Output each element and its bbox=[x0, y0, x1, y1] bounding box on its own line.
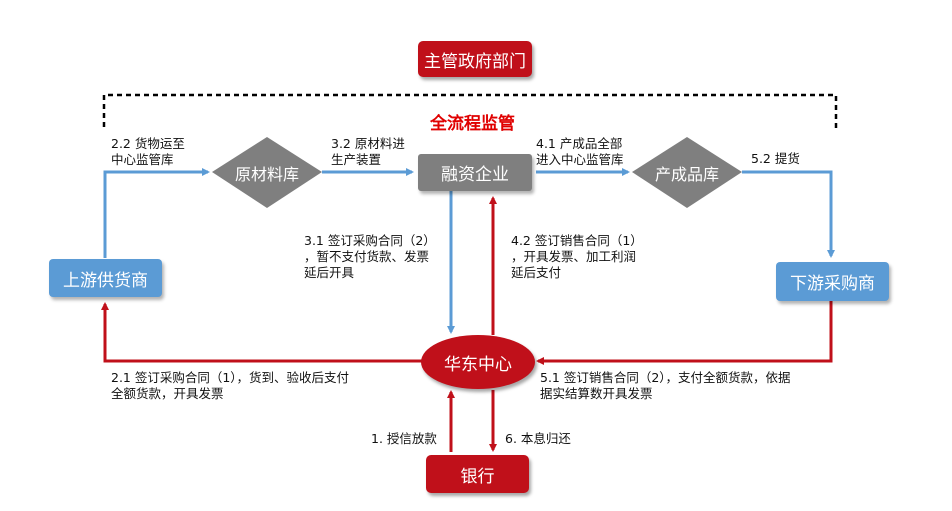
product-warehouse-diamond bbox=[632, 137, 742, 208]
edge-label-1: 1. 授信放款 bbox=[371, 431, 437, 447]
edge-label-5-2: 5.2 提货 bbox=[751, 151, 800, 167]
downstream-buyer-label: 下游采购商 bbox=[790, 274, 875, 294]
arrow-buyer-to-center bbox=[536, 300, 833, 365]
financing-company-label: 融资企业 bbox=[441, 165, 509, 185]
edge-label-line: 进入中心监管库 bbox=[536, 152, 624, 167]
bank-label: 银行 bbox=[460, 466, 495, 487]
edge-label-2-1: 2.1 签订采购合同（1），货到、验收后支付 全额货款，开具发票 bbox=[111, 370, 349, 402]
edge-label-3-2: 3.2 原材料进 生产装置 bbox=[331, 136, 405, 168]
edge-label-line: 2.1 签订采购合同（1），货到、验收后支付 bbox=[111, 370, 350, 385]
arrow-center-to-supplier bbox=[101, 302, 430, 363]
edge-label-line: 据实结算数开具发票 bbox=[540, 386, 653, 401]
product-warehouse-label: 产成品库 bbox=[654, 165, 719, 184]
edge-label-line: 6. 本息归还 bbox=[505, 431, 571, 446]
financing-company-node: 融资企业 bbox=[418, 154, 532, 191]
edge-label-line: 中心监管库 bbox=[111, 152, 174, 167]
supervision-label: 全流程监管 bbox=[430, 114, 515, 134]
edge-label-line: 生产装置 bbox=[331, 152, 382, 167]
edge-label-line: ，开具发票、加工利润 bbox=[511, 249, 637, 264]
bank-node: 银行 bbox=[426, 455, 529, 493]
edge-label-line: 2.2 货物运至 bbox=[111, 136, 185, 151]
edge-label-3-1: 3.1 签订采购合同（2） ，暂不支付货款、发票 延后开具 bbox=[304, 233, 436, 281]
upstream-supplier-label: 上游供货商 bbox=[63, 270, 148, 291]
raw-material-warehouse-diamond bbox=[212, 137, 322, 208]
edge-label-line: 3.1 签订采购合同（2） bbox=[304, 233, 436, 248]
edge-label-line: 全额货款，开具发票 bbox=[111, 386, 224, 401]
edge-label-line: 3.2 原材料进 bbox=[331, 136, 405, 151]
edge-label-line: 5.2 提货 bbox=[751, 151, 800, 166]
east-china-center-label: 华东中心 bbox=[444, 354, 512, 375]
edge-label-4-2: 4.2 签订销售合同（1） ，开具发票、加工利润 延后支付 bbox=[511, 233, 643, 281]
raw-material-warehouse-label: 原材料库 bbox=[234, 165, 299, 184]
supervision-bracket bbox=[102, 93, 838, 131]
arrow-supplier-to-raw-warehouse bbox=[103, 168, 210, 258]
edge-label-line: 1. 授信放款 bbox=[371, 431, 437, 446]
edge-label-line: 延后支付 bbox=[511, 265, 562, 280]
edge-label-6: 6. 本息归还 bbox=[505, 431, 571, 447]
edge-label-5-1: 5.1 签订销售合同（2），支付全额货款，依据 据实结算数开具发票 bbox=[540, 370, 791, 402]
downstream-buyer-node: 下游采购商 bbox=[776, 262, 889, 301]
regulator-label: 主管政府部门 bbox=[424, 51, 526, 72]
edge-label-line: 4.2 签订销售合同（1） bbox=[511, 233, 643, 248]
edge-label-line: 延后开具 bbox=[304, 265, 355, 280]
edge-label-line: ，暂不支付货款、发票 bbox=[304, 249, 430, 264]
edge-label-line: 4.1 产成品全部 bbox=[536, 136, 623, 151]
regulator-node: 主管政府部门 bbox=[418, 41, 532, 77]
edge-label-line: 5.1 签订销售合同（2），支付全额货款，依据 bbox=[540, 370, 791, 385]
edge-label-4-1: 4.1 产成品全部 进入中心监管库 bbox=[536, 136, 624, 168]
arrow-product-warehouse-to-buyer bbox=[742, 170, 835, 258]
edge-label-2-2: 2.2 货物运至 中心监管库 bbox=[111, 136, 185, 168]
upstream-supplier-node: 上游供货商 bbox=[49, 259, 162, 297]
east-china-center-node: 华东中心 bbox=[421, 335, 535, 389]
